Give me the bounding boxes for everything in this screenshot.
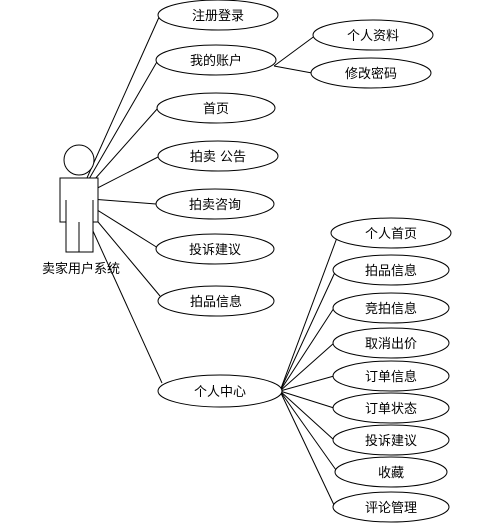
use-case-item-info-label: 拍品信息 [190,294,242,310]
use-case-pc-item-3[interactable]: 竞拍信息 [332,292,450,324]
connector-pc-7 [279,390,335,441]
use-case-pc-item-6[interactable]: 订单状态 [332,392,450,424]
use-case-change-password-label: 修改密码 [345,66,397,82]
connector-pc-9 [279,390,335,506]
pc-item-5-label: 订单信息 [365,369,417,385]
connector-account [77,59,159,199]
pc-item-8-label: 收藏 [378,466,404,481]
use-case-pc-item-9[interactable]: 评论管理 [332,491,450,523]
actor-figure [59,144,99,253]
use-case-home[interactable]: 首页 [156,92,276,124]
use-case-complaint-label: 投诉建议 [189,242,241,258]
use-case-home-label: 首页 [203,102,229,117]
connector-pc-1 [279,234,339,392]
use-case-change-password[interactable]: 修改密码 [310,57,432,89]
pc-item-1-label: 个人首页 [365,227,417,242]
use-case-pc-item-7[interactable]: 投诉建议 [332,424,450,456]
use-case-account-label: 我的账户 [190,53,242,69]
pc-item-9-label: 评论管理 [365,501,417,516]
connector-pc-5 [279,375,335,392]
connector-pc-4 [279,342,335,392]
use-case-profile[interactable]: 个人资料 [312,19,434,51]
use-case-register-label: 注册登录 [192,9,244,24]
pc-item-6-label: 订单状态 [365,402,417,417]
pc-item-4-label: 取消出价 [365,337,417,352]
use-case-personal-center-label: 个人中心 [194,385,246,400]
actor-label: 卖家用户系统 [42,261,120,277]
use-case-complaint[interactable]: 投诉建议 [155,233,275,265]
use-case-register[interactable]: 注册登录 [157,0,279,31]
use-case-pc-item-5[interactable]: 订单信息 [332,360,450,392]
pc-item-2-label: 拍品信息 [365,263,417,279]
connector-pc-3 [279,307,335,392]
use-case-pc-item-4[interactable]: 取消出价 [332,327,450,359]
pc-item-7-label: 投诉建议 [365,433,417,449]
use-case-auction-notice-label: 拍卖 公告 [190,150,246,165]
use-case-pc-item-1[interactable]: 个人首页 [330,217,452,249]
use-case-personal-center[interactable]: 个人中心 [157,374,283,408]
actor-body [59,177,99,253]
account-connectors [273,34,317,74]
use-case-account[interactable]: 我的账户 [155,44,277,76]
use-case-auction-notice[interactable]: 拍卖 公告 [157,140,279,172]
use-case-pc-item-2[interactable]: 拍品信息 [332,254,450,286]
use-case-auction-consult[interactable]: 拍卖咨询 [155,188,275,220]
use-case-item-info[interactable]: 拍品信息 [157,285,275,317]
use-case-profile-label: 个人资料 [347,29,399,44]
connector-pc-8 [279,390,337,471]
connector-pc-2 [279,269,337,392]
actor-head [63,144,95,176]
connector-pc-6 [279,390,335,409]
connector-change-password [273,65,313,74]
personal-center-connectors [279,234,339,506]
pc-item-3-label: 竞拍信息 [365,301,417,317]
use-case-auction-consult-label: 拍卖咨询 [189,198,241,213]
connector-profile [273,34,317,67]
use-case-pc-item-8[interactable]: 收藏 [334,456,448,488]
